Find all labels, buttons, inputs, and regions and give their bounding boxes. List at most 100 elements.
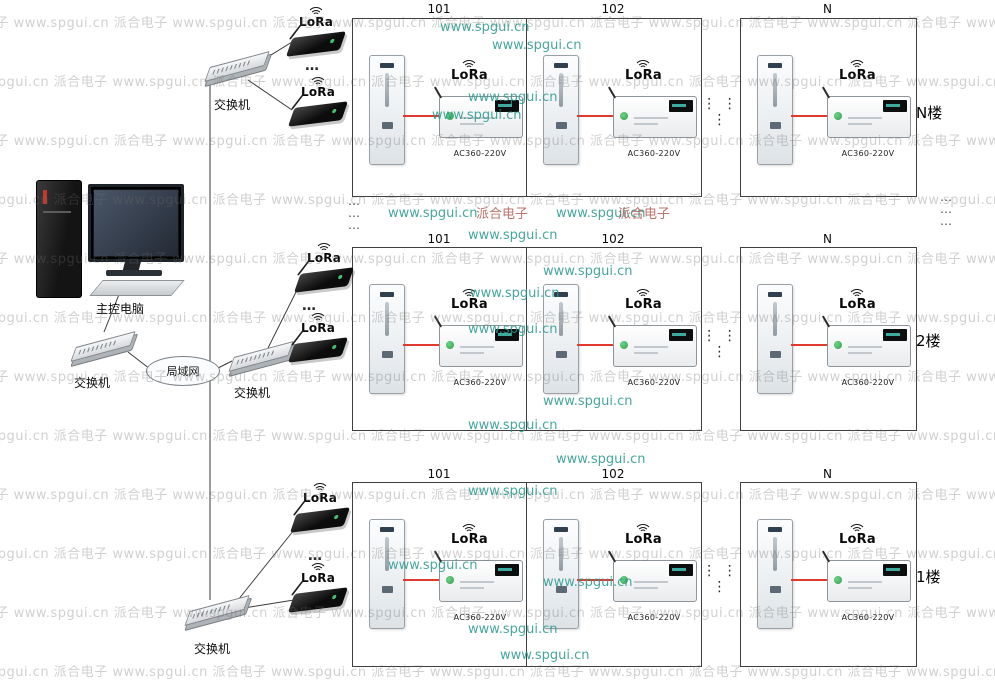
controller-display [883,564,907,576]
ac-vent [559,73,563,107]
wifi-arcs-icon [311,482,329,491]
switch-left [64,330,144,372]
switch-top-label: 交换机 [214,98,251,112]
gateway-device-icon [293,260,355,293]
monitor-base-icon [106,270,162,276]
ac-controller-icon [433,315,523,367]
antenna-icon [291,580,304,596]
logo-dot [834,341,842,349]
lora-gateway-label: LoRa [303,482,337,505]
wifi-arcs-icon [309,312,327,321]
power-wire [577,344,613,346]
lora-gateway-label: LoRa [301,562,335,585]
controller-display [495,100,519,112]
room-number: N [823,2,832,16]
room: LoRa AC360-220V [352,482,528,667]
logo-dot [620,341,628,349]
controller-model-label: AC360-220V [453,613,507,622]
room: LoRa AC360-220V [526,247,702,431]
power-wire [791,344,827,346]
ac-display [380,527,394,532]
lora-wireless-label: LoRa [451,288,488,312]
led-icon [331,594,337,600]
switch-icon [204,51,270,82]
controller-text-line [634,352,658,354]
air-conditioner-icon [369,55,405,165]
controller-text-line [634,346,668,348]
room-number: 102 [601,2,625,16]
lora-gateway-label: LoRa [301,76,335,99]
led-icon [333,514,339,520]
ac-vent [773,537,777,571]
computer-monitor-icon [88,184,184,262]
ac-display [768,527,782,532]
antenna-icon [433,315,443,328]
wifi-arcs-icon [460,288,479,297]
lora-gateway-label: LoRa [301,312,335,335]
room: LoRa AC360-220V [740,247,917,431]
wifi-arcs-icon [848,523,867,532]
lora-gateway: LoRa [280,562,356,613]
lan-ellipse: 局域网 [146,356,220,386]
controller-model-label: AC360-220V [627,613,681,622]
air-conditioner-icon [757,55,793,165]
ac-badge [555,351,567,358]
ac-controller-icon [433,550,523,602]
led-icon [331,108,337,114]
antenna-icon [289,24,302,40]
gateway-device-icon [289,500,351,533]
controller-text-line [848,117,882,119]
wifi-arcs-icon [309,562,327,571]
ac-vent [385,302,389,336]
power-wire [577,115,613,117]
computer-label: 主控电脑 [96,302,145,316]
switch-mid-label: 交换机 [234,386,271,400]
antenna-icon [821,550,831,563]
controller-display [883,100,907,112]
led-icon [337,274,343,280]
antenna-icon [607,315,617,328]
antenna-icon [291,330,304,346]
lora-gateway: LoRa [280,76,356,127]
power-wire [791,115,827,117]
room-number: 102 [601,232,625,246]
switch-left-label: 交换机 [74,376,111,390]
controller-text-line [460,123,484,125]
ac-controller-icon [607,86,697,138]
antenna-icon [607,550,617,563]
lora-gateway: LoRa [282,482,358,533]
antenna-icon [821,86,831,99]
lora-wireless-label: LoRa [625,288,662,312]
ac-controller-icon [607,315,697,367]
wifi-arcs-icon [634,288,653,297]
controller-display [669,100,693,112]
logo-dot [620,112,628,120]
controller-text-line [848,352,872,354]
led-icon [329,38,335,44]
antenna-icon [293,500,306,516]
gateway-device-icon [285,24,347,57]
antenna-icon [291,94,304,110]
wifi-arcs-icon [309,76,327,85]
lora-wireless-label: LoRa [625,59,662,83]
controller-text-line [848,123,872,125]
lora-gateway-label: LoRa [307,242,341,265]
room: LoRa AC360-220V [352,247,528,431]
switch-icon [184,595,250,626]
ac-vent [773,73,777,107]
ac-display [554,527,568,532]
controller-model-label: AC360-220V [453,378,507,387]
controller-model-label: AC360-220V [841,149,895,158]
room-number: 102 [601,467,625,481]
air-conditioner-icon [543,519,579,629]
controller-text-line [634,117,668,119]
room-number: 101 [427,2,451,16]
room: LoRa AC360-220V [740,18,917,197]
controller-display [495,564,519,576]
power-wire [403,344,439,346]
antenna-icon [433,86,443,99]
ac-controller-icon [607,550,697,602]
lora-gateway: LoRa [280,312,356,363]
